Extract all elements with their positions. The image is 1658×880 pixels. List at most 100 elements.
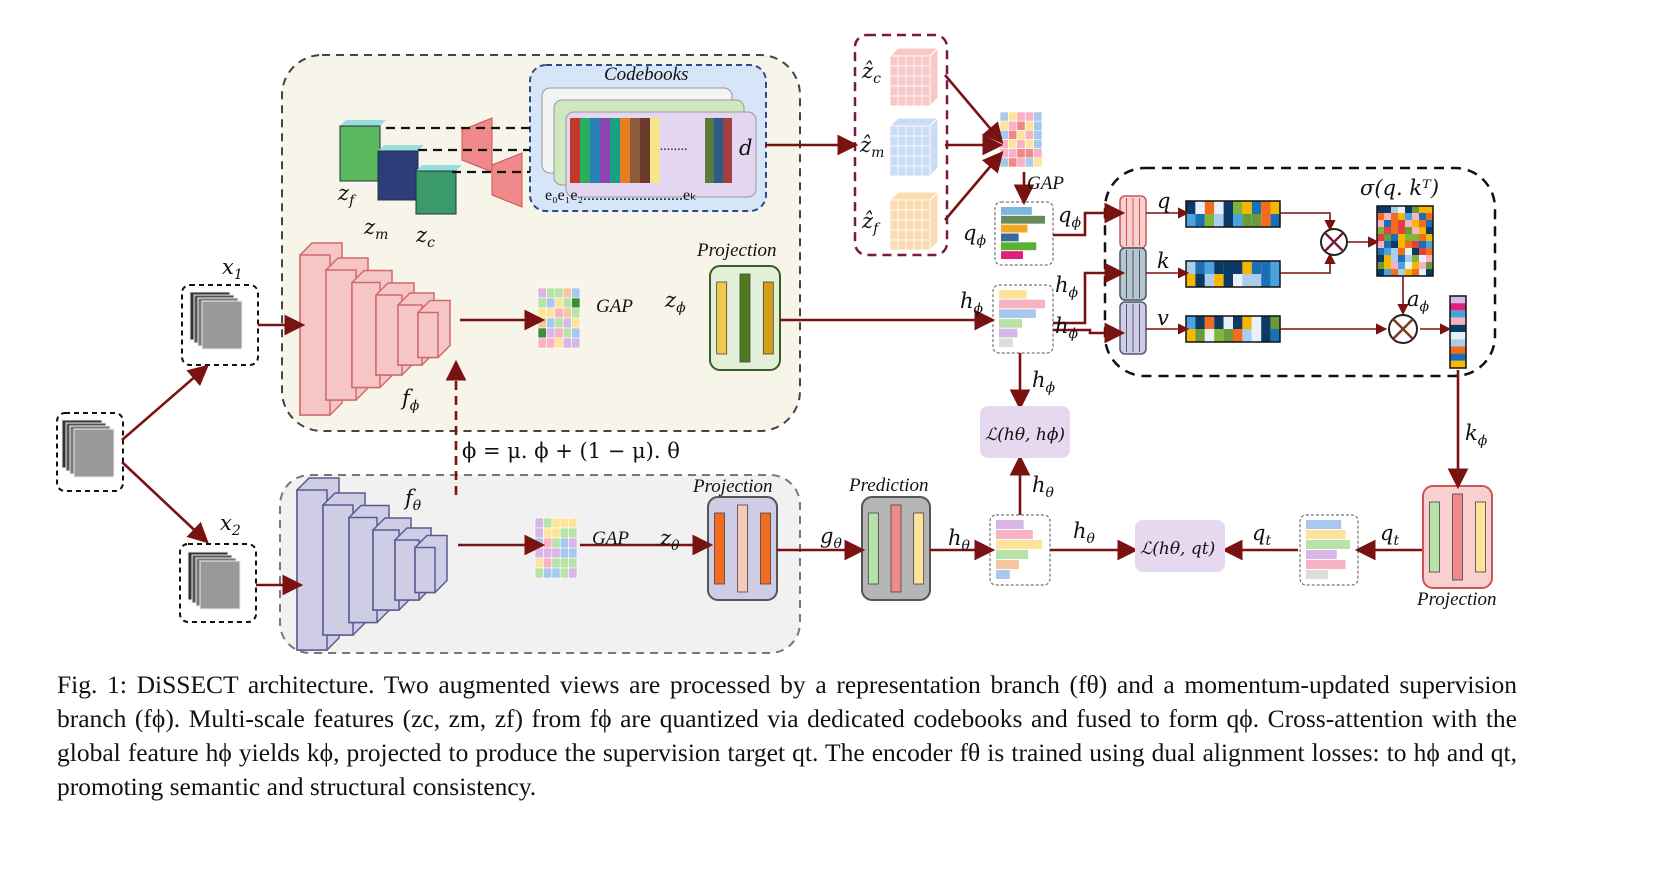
zc-hat-cube (897, 75, 907, 87)
gap-bottom-label: GAP (592, 528, 629, 549)
attention-map-cell (1391, 255, 1398, 262)
zc-hat-cube (929, 46, 939, 108)
attention-map-cell (1412, 220, 1419, 227)
fused-feature-cube (1016, 120, 1026, 131)
zf-hat-cube (921, 209, 931, 221)
q-vector (1242, 214, 1252, 227)
zf-hat-cube (889, 219, 899, 231)
projection-bottom-block-bar (760, 512, 771, 585)
k-vector (1261, 261, 1271, 274)
fused-feature-cube (1016, 157, 1026, 168)
v-vector (1242, 329, 1252, 342)
z-theta-feature-cube (543, 557, 553, 569)
q-t-box-bar (1306, 540, 1350, 549)
attention-map-cell (1419, 220, 1426, 227)
feature-map-zm (377, 150, 419, 201)
zf-hat-cube (889, 239, 899, 251)
attention-map-cell (1391, 262, 1398, 269)
attention-map-cell (1398, 220, 1405, 227)
z-phi-feature-cube (537, 287, 547, 299)
attention-map-cell (1391, 213, 1398, 220)
k-vector (1270, 261, 1280, 274)
codebook-entry (600, 118, 610, 183)
k-phi-vector-cell (1450, 317, 1466, 325)
fused-feature-cube (1008, 139, 1018, 149)
codebook-entry (580, 118, 590, 183)
q-vector (1223, 214, 1233, 227)
architecture-diagram: Codebooks d e₀e₁e₂......................… (56, 33, 1497, 654)
k-phi-vector-cell (1450, 310, 1466, 318)
k-phi-vector-cell (1450, 360, 1466, 368)
z-theta-feature-cube (559, 517, 569, 529)
fused-feature-cube (1024, 139, 1034, 149)
codebook-entry (620, 118, 630, 183)
zc-hat-cube (889, 65, 899, 77)
zc-hat-cube (913, 55, 923, 67)
z-phi-label: zϕ (664, 288, 686, 316)
z-phi-feature-cube (554, 327, 564, 339)
z-phi-feature-cube (571, 317, 581, 329)
z-phi-feature-cube (571, 287, 581, 299)
z-theta-feature-cube (543, 517, 553, 529)
k-vector (1214, 274, 1224, 287)
v-vector (1251, 316, 1262, 329)
arrow-to-x2 (121, 461, 209, 544)
v-vector (1186, 316, 1196, 329)
zm-hat-cube (889, 145, 899, 157)
k-phi-vector-cell (1450, 353, 1466, 361)
prediction-label: Prediction (848, 475, 929, 496)
q-vector (1186, 201, 1196, 214)
k-phi-vector-cell (1450, 296, 1466, 304)
q-phi-box-bar (1001, 215, 1045, 224)
k-vector (1186, 274, 1196, 287)
q-vector (1270, 214, 1280, 227)
q-t-box-bar (1306, 550, 1337, 559)
attention-map-cell (1419, 241, 1426, 248)
q-vector (1204, 201, 1215, 214)
fused-feature-cube (1016, 139, 1026, 149)
zm-hat-cube (913, 135, 923, 147)
attention-map-cell (1412, 262, 1419, 269)
q-vector (1251, 214, 1262, 227)
v-vector (1261, 316, 1271, 329)
q-phi-label: qϕ (963, 221, 986, 249)
q-t-left-label: qt (1252, 521, 1271, 549)
zm-hat-cube (913, 165, 923, 177)
loss-h-box (980, 406, 1070, 458)
zc-hat-cube (905, 65, 915, 77)
zm-hat-cube (913, 125, 923, 137)
attention-map-cell (1377, 269, 1384, 276)
v-vector (1204, 329, 1215, 342)
attention-map-cell (1419, 206, 1426, 213)
q-vector (1233, 201, 1243, 214)
attention-map-cell (1377, 248, 1384, 255)
attention-map-cell (1377, 227, 1384, 234)
fused-feature-cube (1033, 157, 1043, 168)
attention-map-cell (1384, 241, 1391, 248)
z-phi-feature-cube (571, 337, 581, 349)
fused-feature-cube (1033, 139, 1043, 149)
gap-top-label: GAP (596, 296, 633, 317)
zf-hat-cube (897, 199, 907, 211)
z-theta-feature-cube (559, 527, 569, 539)
zf-hat-cube (913, 199, 923, 211)
q-t-box-bar (1306, 560, 1346, 569)
attention-map-cell (1405, 227, 1412, 234)
z-phi-feature-cube (562, 297, 572, 309)
attention-map-cell (1384, 206, 1391, 213)
zf-hat-cube (905, 229, 915, 241)
multiply-node-av (1388, 314, 1418, 344)
h-theta-up-label: hθ (1032, 473, 1055, 501)
z-theta-feature-cube (534, 517, 544, 529)
attention-map-cell (1398, 206, 1405, 213)
zm-hat-cube (905, 135, 915, 147)
attention-map-cell (1377, 241, 1384, 248)
zc-hat-cube (897, 95, 907, 107)
z-theta-feature-cube (559, 567, 569, 579)
fused-feature-cube (1033, 130, 1043, 140)
zm-hat-cube (905, 155, 915, 167)
fused-feature-cube (1024, 111, 1034, 122)
z-theta-feature-cube (551, 567, 561, 579)
attention-map-cell (1405, 206, 1412, 213)
arrow-hphi-k (1053, 262, 1126, 325)
